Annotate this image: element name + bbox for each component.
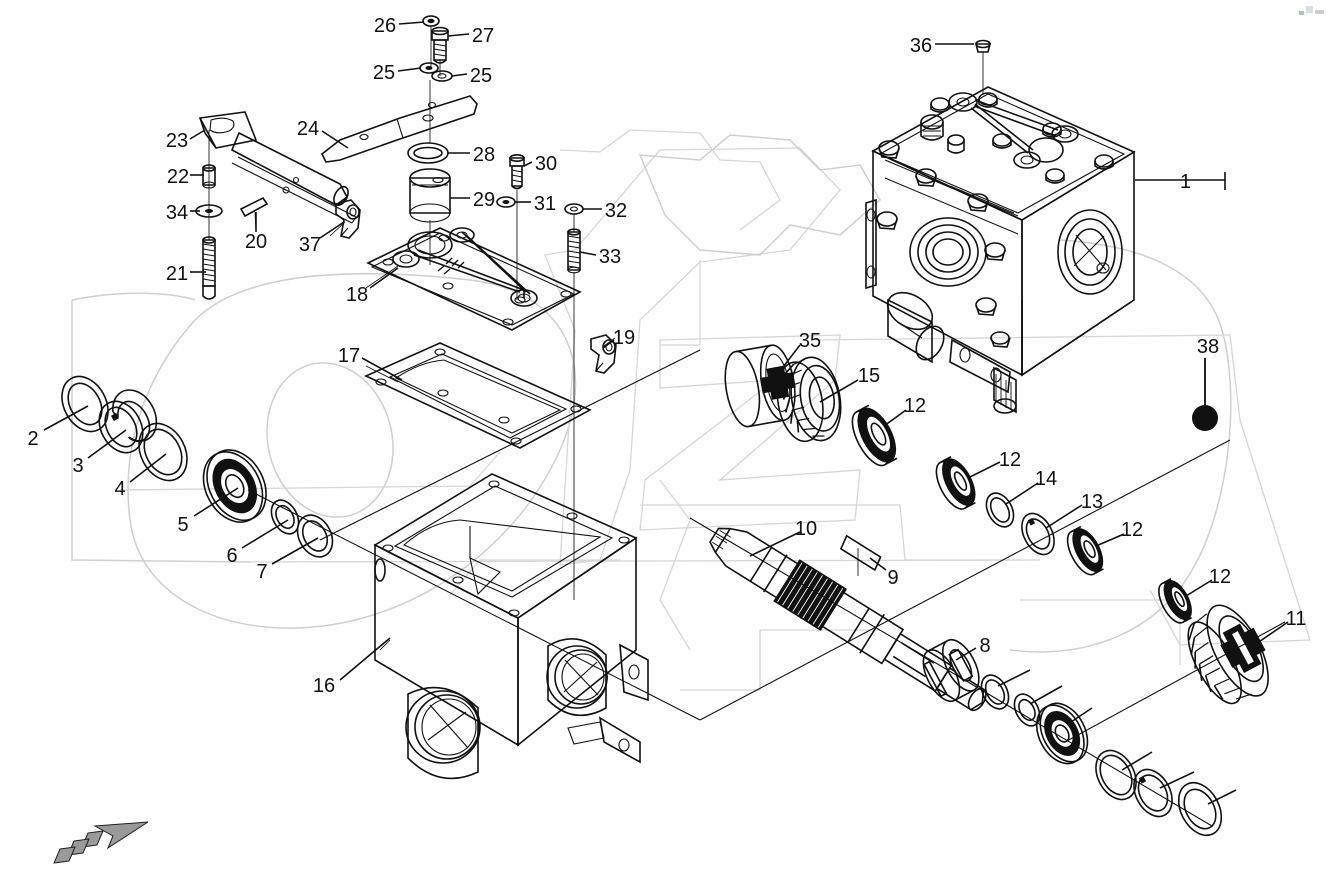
callout-5: 5 xyxy=(177,514,188,536)
watermark-layer xyxy=(71,129,1311,691)
reference-lines xyxy=(247,349,1286,827)
callout-6: 6 xyxy=(226,545,237,567)
callout-12-b: 12 xyxy=(999,449,1021,471)
callout-10: 10 xyxy=(795,518,817,540)
cover-gasket-17 xyxy=(364,342,592,449)
shift-cover-plate-18 xyxy=(365,227,582,331)
callout-29: 29 xyxy=(473,189,495,211)
leader-lines xyxy=(43,21,1289,805)
callout-9: 9 xyxy=(887,567,898,589)
callout-14: 14 xyxy=(1035,468,1057,490)
shift-handle-assembly xyxy=(320,15,584,600)
callout-12-c: 12 xyxy=(1121,519,1143,541)
callout-37: 37 xyxy=(299,234,321,256)
output-shaft-assembly xyxy=(709,527,987,712)
callout-15: 15 xyxy=(858,365,880,387)
direction-arrow-marker xyxy=(53,821,149,864)
callout-35: 35 xyxy=(799,330,821,352)
callout-21: 21 xyxy=(166,263,188,285)
callout-30: 30 xyxy=(535,153,557,175)
callout-3: 3 xyxy=(72,455,83,477)
callout-24: 24 xyxy=(297,118,319,140)
callout-7: 7 xyxy=(256,561,267,583)
callout-33: 33 xyxy=(599,246,621,268)
callout-16: 16 xyxy=(313,675,335,697)
callout-25-b: 25 xyxy=(470,65,492,87)
shift-lever-assembly xyxy=(195,111,361,300)
callout-32: 32 xyxy=(605,200,627,222)
callout-34: 34 xyxy=(166,202,188,224)
housing-hex-bolts xyxy=(876,140,1011,348)
callout-27: 27 xyxy=(472,25,494,47)
gearbox-housing-upper-1 xyxy=(865,86,1136,414)
callout-11: 11 xyxy=(1286,608,1307,630)
callout-2: 2 xyxy=(27,428,38,450)
callout-12-d: 12 xyxy=(1209,566,1231,588)
callout-13: 13 xyxy=(1081,491,1103,513)
callout-36: 36 xyxy=(910,35,932,57)
right-bearing-stack xyxy=(851,404,1269,705)
callout-labels: 1 2 3 4 5 6 7 8 9 10 11 12 12 12 12 13 1… xyxy=(27,15,1306,697)
breather-plug-36 xyxy=(974,39,992,95)
callout-25-a: 25 xyxy=(373,62,395,84)
left-bearing-stack xyxy=(61,375,334,558)
callout-38: 38 xyxy=(1197,336,1219,358)
callout-4: 4 xyxy=(114,478,125,500)
callout-17: 17 xyxy=(338,345,360,367)
callout-8: 8 xyxy=(979,635,990,657)
lower-right-bearing-stack xyxy=(980,674,1223,837)
callout-18: 18 xyxy=(346,284,368,306)
callout-20: 20 xyxy=(245,231,267,253)
callout-31: 31 xyxy=(534,193,556,215)
callout-1: 1 xyxy=(1180,171,1191,193)
callout-12-a: 12 xyxy=(904,395,926,417)
callout-23: 23 xyxy=(166,130,188,152)
callout-22: 22 xyxy=(167,166,189,188)
callout-26: 26 xyxy=(374,15,396,37)
gearbox-housing-lower-16 xyxy=(373,473,649,780)
callout-28: 28 xyxy=(473,144,495,166)
callout-19: 19 xyxy=(613,327,635,349)
coupler-and-pinion xyxy=(724,344,842,443)
brand-logo xyxy=(1299,6,1324,15)
